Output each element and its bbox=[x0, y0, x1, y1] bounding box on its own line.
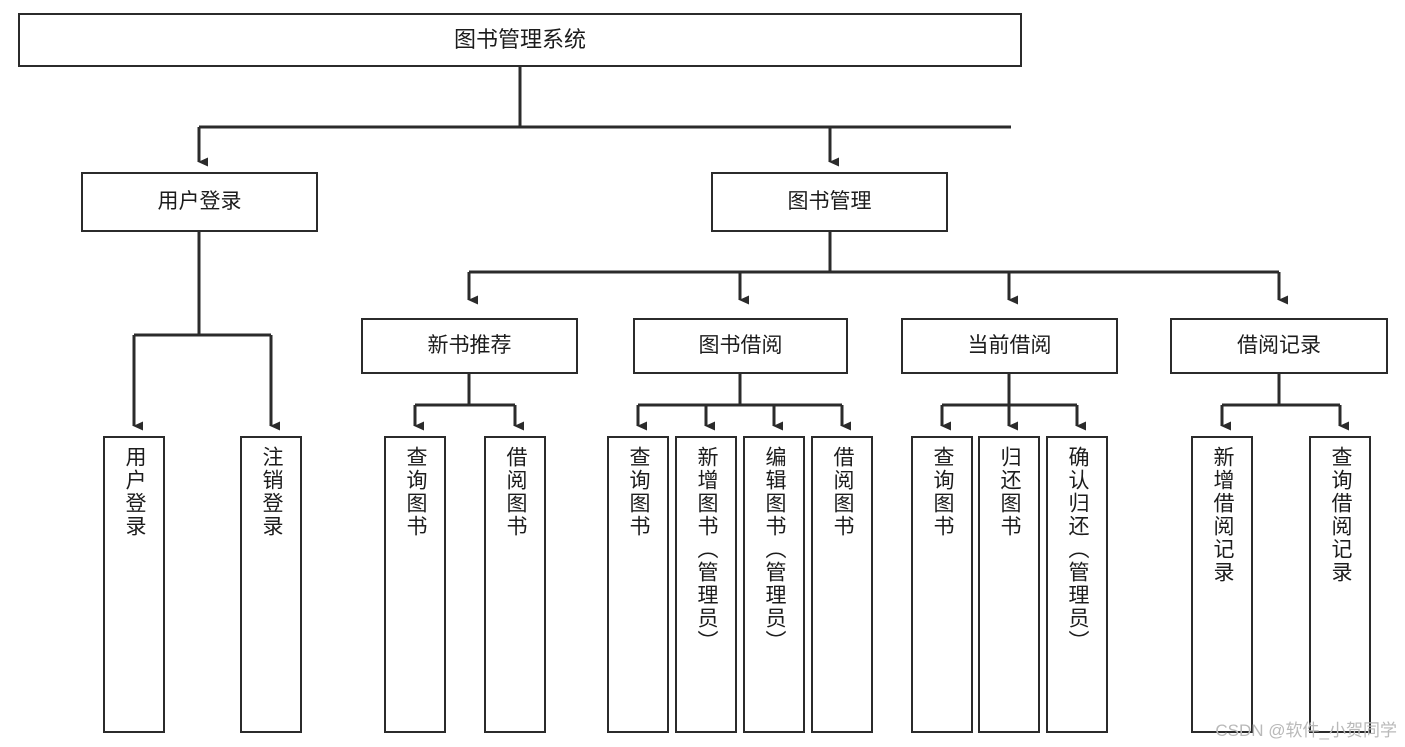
node-leaf-query-book-1[interactable]: 查询图书 bbox=[384, 436, 446, 733]
node-leaf-add-book[interactable]: 新增图书（管理员） bbox=[675, 436, 737, 733]
node-leaf-add-record-label: 新增借阅记录 bbox=[1211, 446, 1235, 584]
node-book-borrow[interactable]: 图书借阅 bbox=[633, 318, 848, 374]
node-book-borrow-label: 图书借阅 bbox=[698, 333, 783, 357]
node-borrow-record-label: 借阅记录 bbox=[1237, 333, 1321, 357]
node-book-manage[interactable]: 图书管理 bbox=[711, 172, 948, 232]
node-leaf-user-login[interactable]: 用户登录 bbox=[103, 436, 165, 733]
node-leaf-edit-book[interactable]: 编辑图书（管理员） bbox=[743, 436, 805, 733]
node-leaf-user-logout[interactable]: 注销登录 bbox=[240, 436, 302, 733]
node-leaf-add-book-label: 新增图书（管理员） bbox=[695, 446, 719, 653]
node-book-manage-label: 图书管理 bbox=[787, 189, 872, 213]
node-leaf-query-book-3-label: 查询图书 bbox=[931, 446, 955, 538]
csdn-watermark: CSDN @软件_小贺同学 bbox=[1215, 721, 1397, 740]
node-leaf-borrow-book-2-label: 借阅图书 bbox=[831, 446, 855, 538]
node-leaf-query-book-2-label: 查询图书 bbox=[627, 446, 651, 538]
node-leaf-borrow-book-2[interactable]: 借阅图书 bbox=[811, 436, 873, 733]
node-leaf-return-book[interactable]: 归还图书 bbox=[978, 436, 1040, 733]
node-new-book-recommend-label: 新书推荐 bbox=[427, 333, 512, 357]
node-leaf-query-book-1-label: 查询图书 bbox=[404, 446, 428, 538]
node-leaf-query-record[interactable]: 查询借阅记录 bbox=[1309, 436, 1371, 733]
node-root-label: 图书管理系统 bbox=[453, 27, 586, 53]
node-leaf-query-record-label: 查询借阅记录 bbox=[1329, 446, 1353, 584]
node-user-login[interactable]: 用户登录 bbox=[81, 172, 318, 232]
node-borrow-record[interactable]: 借阅记录 bbox=[1170, 318, 1388, 374]
node-leaf-user-login-label: 用户登录 bbox=[123, 446, 147, 538]
node-new-book-recommend[interactable]: 新书推荐 bbox=[361, 318, 578, 374]
node-leaf-confirm-return-label: 确认归还（管理员） bbox=[1066, 446, 1090, 653]
node-leaf-borrow-book-1[interactable]: 借阅图书 bbox=[484, 436, 546, 733]
node-current-borrow-label: 当前借阅 bbox=[967, 333, 1052, 357]
node-root[interactable]: 图书管理系统 bbox=[18, 13, 1022, 67]
node-leaf-edit-book-label: 编辑图书（管理员） bbox=[763, 446, 787, 653]
node-leaf-return-book-label: 归还图书 bbox=[998, 446, 1022, 538]
node-leaf-borrow-book-1-label: 借阅图书 bbox=[504, 446, 528, 538]
node-leaf-add-record[interactable]: 新增借阅记录 bbox=[1191, 436, 1253, 733]
node-user-login-label: 用户登录 bbox=[157, 189, 242, 213]
node-current-borrow[interactable]: 当前借阅 bbox=[901, 318, 1118, 374]
node-leaf-confirm-return[interactable]: 确认归还（管理员） bbox=[1046, 436, 1108, 733]
node-leaf-user-logout-label: 注销登录 bbox=[260, 446, 284, 538]
node-leaf-query-book-2[interactable]: 查询图书 bbox=[607, 436, 669, 733]
node-leaf-query-book-3[interactable]: 查询图书 bbox=[911, 436, 973, 733]
